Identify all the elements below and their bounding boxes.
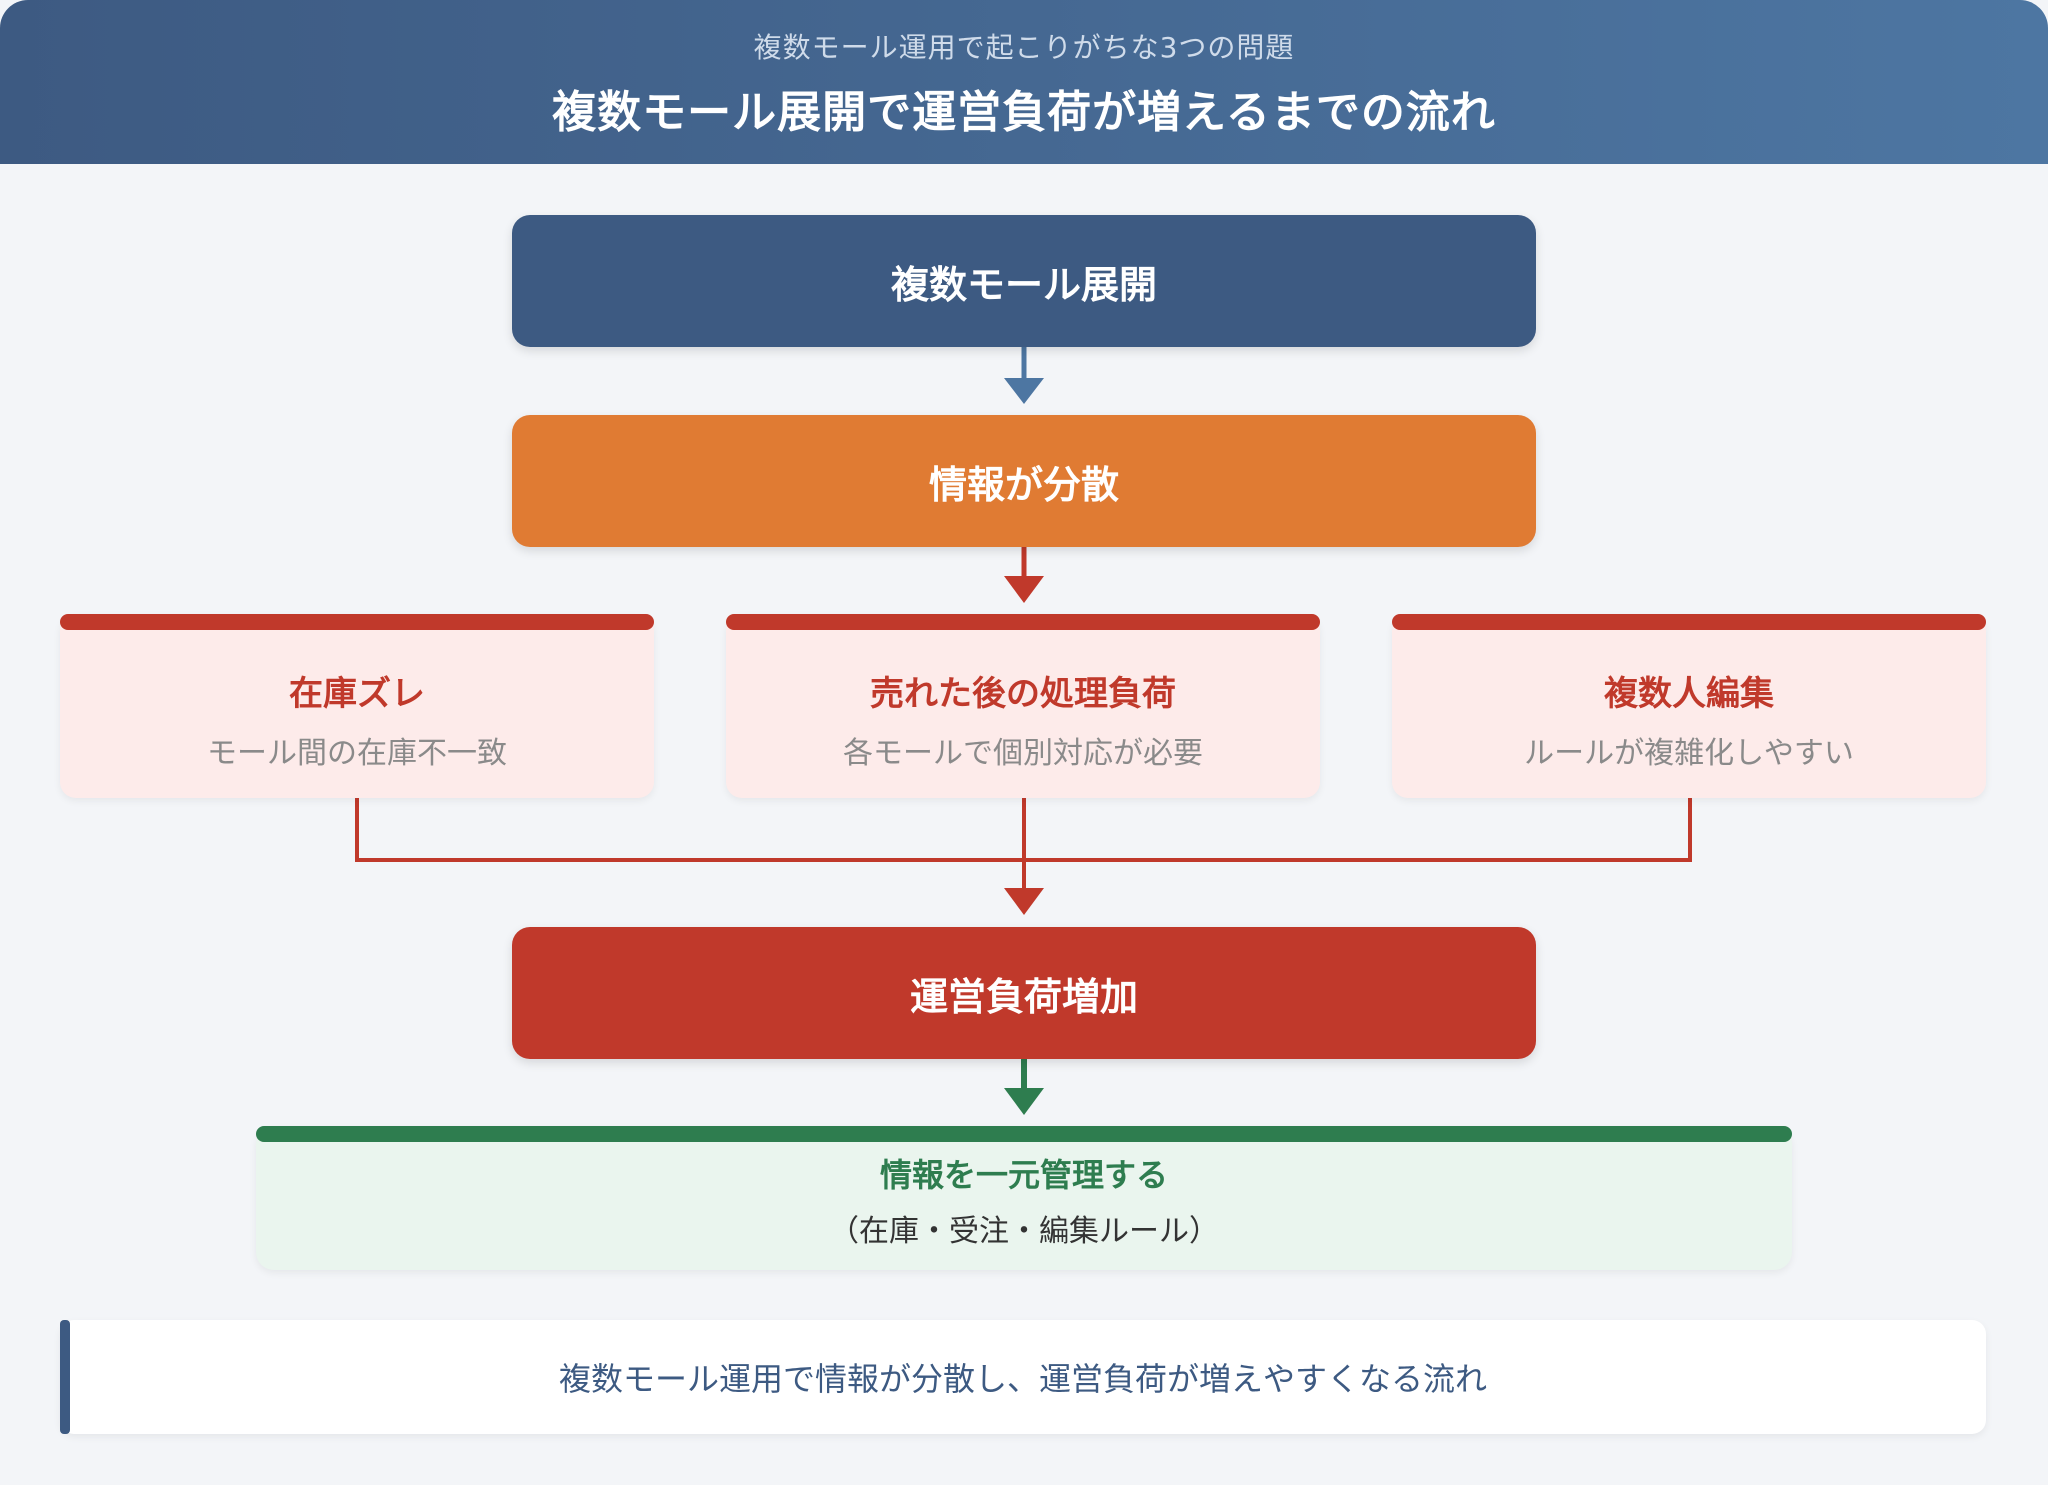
- problem-desc: ルールが複雑化しやすい: [1524, 736, 1854, 771]
- card-top-bar: [726, 614, 1320, 630]
- step-workload-increase: 運営負荷増加: [512, 927, 1536, 1059]
- solution-card: 情報を一元管理する （在庫・受注・編集ルール）: [256, 1126, 1792, 1270]
- arrow-head-4: [1004, 1088, 1044, 1115]
- arrow-head-1: [1004, 378, 1044, 404]
- problem-title: 複数人編集: [1604, 674, 1774, 714]
- card-top-bar: [60, 614, 654, 630]
- problem-title: 在庫ズレ: [289, 674, 425, 714]
- step-info-scattered: 情報が分散: [512, 415, 1536, 547]
- problem-desc: 各モールで個別対応が必要: [843, 736, 1203, 771]
- header-subtitle: 複数モール運用で起こりがちな3つの問題: [753, 31, 1295, 64]
- arrow-head-3: [1004, 888, 1044, 915]
- solution-top-bar: [256, 1126, 1792, 1142]
- solution-title: 情報を一元管理する: [879, 1156, 1168, 1194]
- header: 複数モール運用で起こりがちな3つの問題 複数モール展開で運営負荷が増えるまでの流…: [0, 0, 2048, 164]
- problem-title: 売れた後の処理負荷: [870, 674, 1176, 714]
- summary-accent-bar: [60, 1320, 70, 1434]
- summary-caption: 複数モール運用で情報が分散し、運営負荷が増えやすくなる流れ: [60, 1320, 1986, 1434]
- problem-card-multi-editor: 複数人編集 ルールが複雑化しやすい: [1392, 614, 1986, 798]
- problem-desc: モール間の在庫不一致: [207, 736, 507, 771]
- summary-text: 複数モール運用で情報が分散し、運営負荷が増えやすくなる流れ: [558, 1360, 1487, 1398]
- step-multi-mall: 複数モール展開: [512, 215, 1536, 347]
- problem-card-inventory: 在庫ズレ モール間の在庫不一致: [60, 614, 654, 798]
- card-top-bar: [1392, 614, 1986, 630]
- header-title: 複数モール展開で運営負荷が増えるまでの流れ: [552, 87, 1496, 138]
- solution-desc: （在庫・受注・編集ルール）: [829, 1214, 1219, 1249]
- arrow-head-2: [1004, 576, 1044, 603]
- problem-card-post-sale: 売れた後の処理負荷 各モールで個別対応が必要: [726, 614, 1320, 798]
